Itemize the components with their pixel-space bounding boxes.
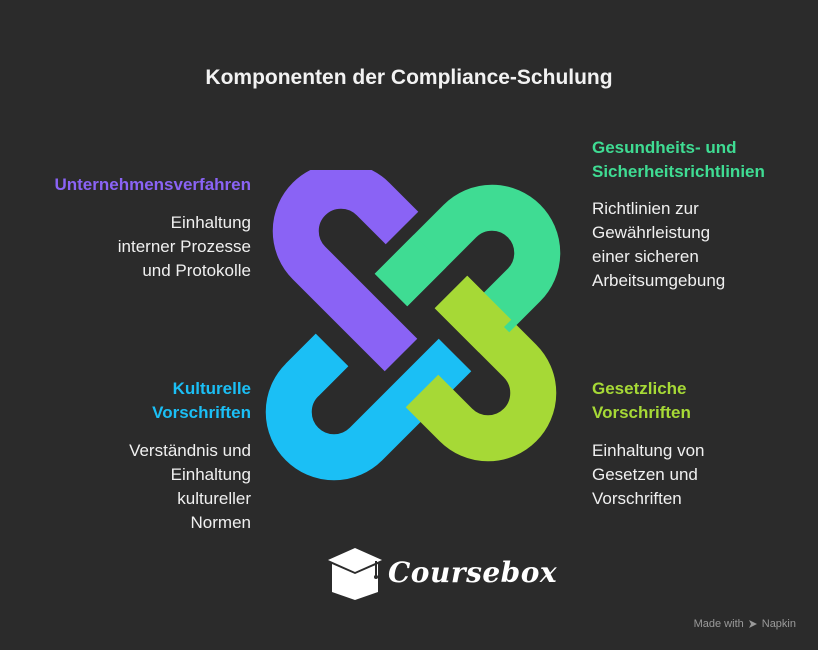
- component-cultural-rules: Kulturelle Vorschriften Verständnis und …: [20, 377, 251, 535]
- component-description: Einhaltung von Gesetzen und Vorschriften: [592, 441, 705, 508]
- page-title: Komponenten der Compliance-Schulung: [205, 66, 613, 89]
- blue-link: [265, 333, 472, 481]
- green-link: [374, 184, 561, 333]
- component-heading: Gesetzliche Vorschriften: [592, 379, 691, 422]
- interlocking-links-graphic: [265, 170, 561, 481]
- blue-link-overlap: [285, 333, 349, 397]
- component-description: Verständnis und Einhaltung kultureller N…: [129, 441, 251, 532]
- component-health-safety: Gesundheits- und Sicherheitsrichtlinien …: [592, 136, 807, 293]
- component-corporate-procedures: Unternehmensverfahren Einhaltung interne…: [20, 173, 251, 283]
- component-description: Einhaltung interner Prozesse und Protoko…: [117, 213, 251, 280]
- lime-link: [405, 275, 557, 462]
- logo-text: Coursebox: [388, 556, 558, 589]
- component-legal-rules: Gesetzliche Vorschriften Einhaltung von …: [592, 377, 807, 511]
- green-link-overlap: [374, 234, 447, 307]
- made-with-footer: Made with Napkin: [694, 618, 796, 630]
- component-description: Richtlinien zur Gewährleistung einer sic…: [592, 199, 726, 290]
- component-heading: Gesundheits- und Sicherheitsrichtlinien: [592, 138, 765, 181]
- coursebox-logo: Coursebox: [326, 546, 557, 602]
- made-with-label: Made with: [693, 618, 744, 630]
- lime-link-overlap: [434, 275, 512, 353]
- napkin-icon: [748, 620, 757, 628]
- graduation-cap-icon: [328, 548, 382, 600]
- component-heading: Kulturelle Vorschriften: [152, 379, 251, 422]
- component-heading: Unternehmensverfahren: [54, 175, 251, 194]
- purple-link: [272, 170, 419, 372]
- napkin-brand: Napkin: [761, 618, 796, 630]
